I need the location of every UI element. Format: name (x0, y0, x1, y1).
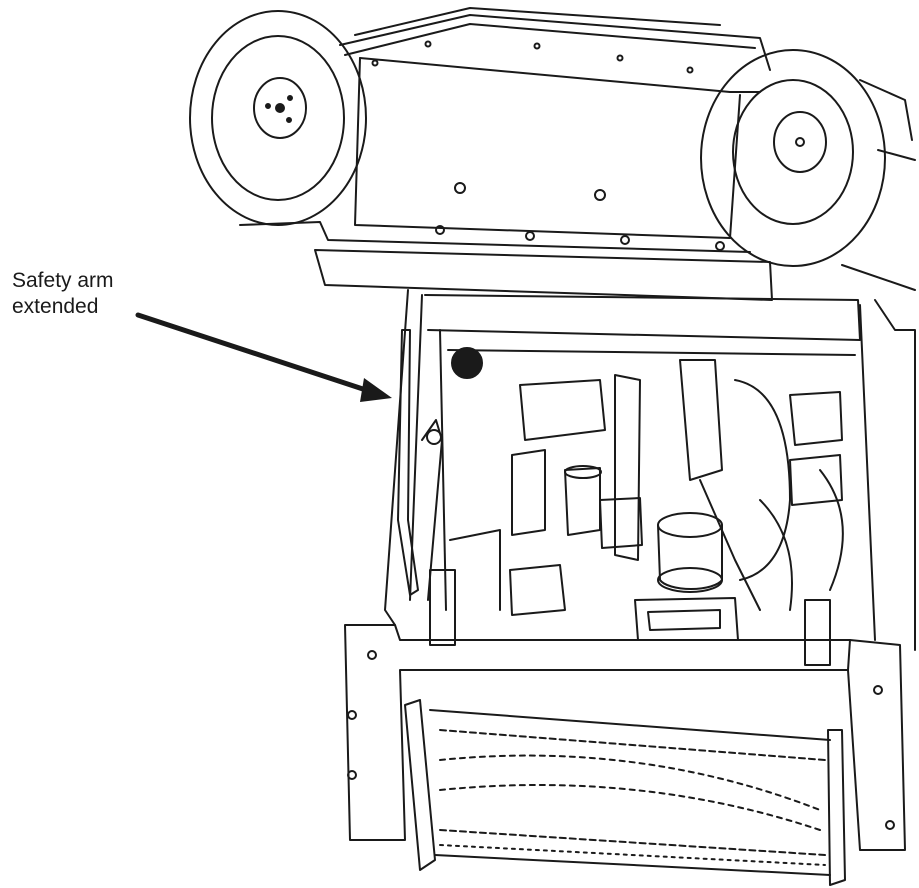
brush-roller (404, 699, 846, 886)
internal-components (451, 347, 844, 641)
left-wheel (189, 10, 367, 226)
right-wheel (700, 49, 916, 267)
callout-label-line-1: Safety arm (12, 269, 114, 292)
machine-body (384, 264, 916, 651)
callout-label-line-2: extended (12, 295, 99, 318)
callout-arrow (135, 312, 392, 402)
safety-arm (397, 329, 443, 601)
top-hood (239, 7, 773, 301)
front-bumper (344, 569, 906, 851)
callout-label: Safety arm extended (12, 268, 114, 320)
